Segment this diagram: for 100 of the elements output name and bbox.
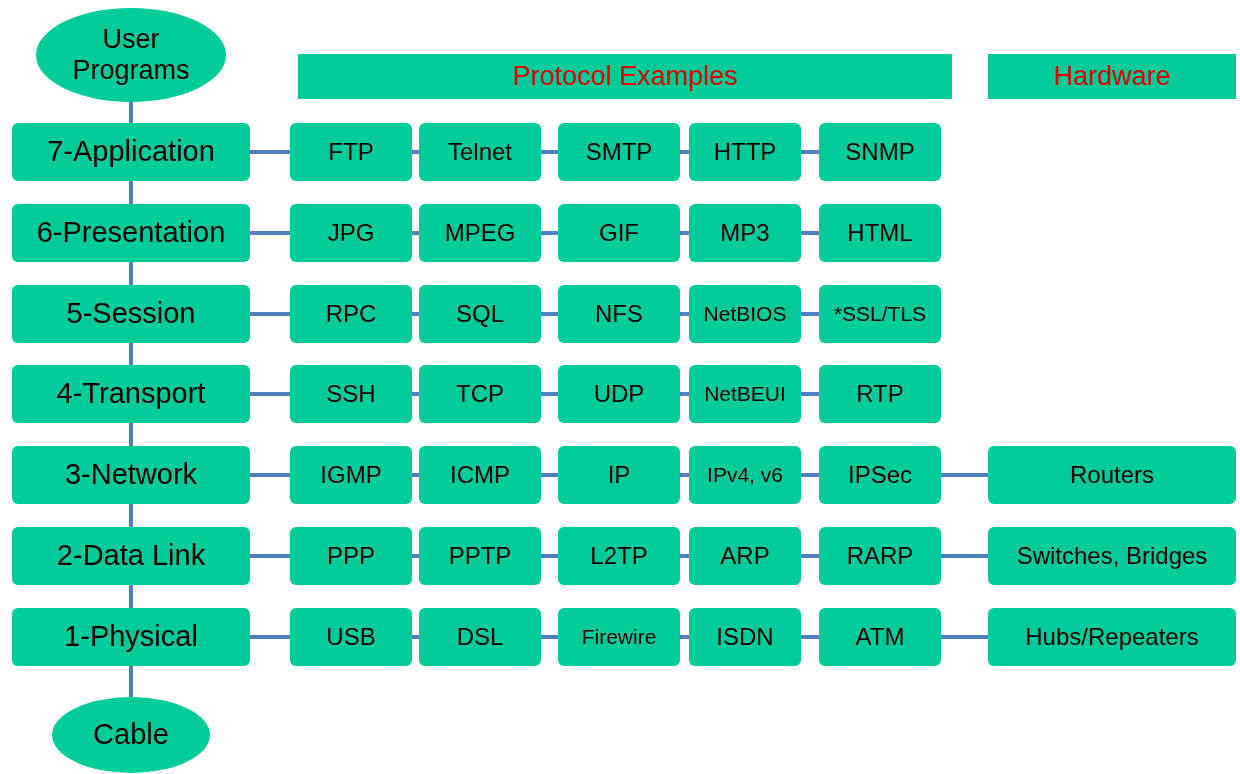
protocol-box	[558, 365, 680, 423]
layer-box	[12, 123, 250, 181]
node-label: 2-Data Link	[56, 539, 206, 573]
connector-line	[412, 312, 419, 316]
node-label: FTP	[328, 138, 374, 166]
protocol-box	[689, 123, 801, 181]
node-label: SNMP	[845, 138, 915, 166]
layer-box	[12, 446, 250, 504]
protocol-box	[558, 446, 680, 504]
node-label: 3-Network	[64, 458, 198, 492]
protocol-box	[819, 204, 941, 262]
node-label: IGMP	[320, 461, 382, 489]
node-label: GIF	[599, 219, 639, 247]
connector-line	[541, 231, 558, 235]
node-label: Cable	[93, 718, 169, 752]
layer-box	[12, 527, 250, 585]
protocol-box	[290, 123, 412, 181]
header-bar	[298, 54, 952, 99]
node-label: DSL	[456, 623, 504, 651]
connector-line	[801, 231, 819, 235]
node-label: SMTP	[585, 138, 653, 166]
node-label: PPP	[327, 542, 375, 570]
connector-line	[129, 343, 133, 365]
connector-line	[801, 312, 819, 316]
connector-line	[250, 231, 290, 235]
connector-line	[801, 392, 819, 396]
node-label: Telnet	[447, 138, 512, 166]
protocol-box	[558, 204, 680, 262]
hardware-box	[988, 527, 1236, 585]
protocol-box	[290, 608, 412, 666]
protocol-box	[689, 446, 801, 504]
protocol-box	[419, 527, 541, 585]
hardware-box	[988, 608, 1236, 666]
connector-line	[680, 635, 689, 639]
protocol-box	[558, 123, 680, 181]
protocol-box	[290, 446, 412, 504]
protocol-box	[689, 608, 801, 666]
node-label: HTML	[847, 219, 913, 247]
protocol-box	[689, 285, 801, 343]
connector-line	[680, 150, 689, 154]
protocol-box	[419, 446, 541, 504]
node-label: USB	[326, 623, 376, 651]
node-label: 4-Transport	[56, 377, 206, 411]
protocol-box	[819, 527, 941, 585]
protocol-box	[819, 285, 941, 343]
protocol-box	[419, 123, 541, 181]
connector-line	[541, 150, 558, 154]
node-label: Routers	[1069, 461, 1154, 489]
node-label: Protocol Examples	[512, 60, 738, 92]
node-label: 1-Physical	[64, 620, 198, 654]
node-label: ICMP	[450, 461, 510, 489]
node-label: ARP	[720, 542, 770, 570]
connector-line	[129, 504, 133, 527]
connector-line	[801, 473, 819, 477]
node-label: IPv4, v6	[707, 462, 783, 488]
header-bar	[988, 54, 1236, 99]
layer-box	[12, 285, 250, 343]
connector-line	[412, 554, 419, 558]
connector-line	[801, 635, 819, 639]
connector-line	[680, 473, 689, 477]
node-label: UDP	[593, 380, 645, 408]
protocol-box	[558, 527, 680, 585]
protocol-box	[689, 204, 801, 262]
protocol-box	[558, 285, 680, 343]
connector-line	[250, 473, 290, 477]
connector-line	[129, 262, 133, 285]
connector-line	[941, 473, 988, 477]
connector-line	[541, 554, 558, 558]
node-label: SSH	[326, 380, 376, 408]
node-label: NFS	[595, 300, 643, 328]
node-label: RTP	[856, 380, 904, 408]
protocol-box	[290, 365, 412, 423]
connector-line	[129, 102, 133, 123]
node-label: User Programs	[71, 23, 191, 87]
connector-line	[541, 635, 558, 639]
connector-line	[250, 635, 290, 639]
connector-line	[680, 554, 689, 558]
node-label: IP	[607, 461, 631, 489]
protocol-box	[558, 608, 680, 666]
connector-line	[801, 554, 819, 558]
connector-line	[250, 312, 290, 316]
node-label: HTTP	[713, 138, 777, 166]
protocol-box	[290, 527, 412, 585]
connector-line	[250, 150, 290, 154]
protocol-box	[419, 285, 541, 343]
connector-line	[941, 635, 988, 639]
node-label: IPSec	[848, 461, 912, 489]
connector-line	[680, 392, 689, 396]
connector-line	[412, 150, 419, 154]
protocol-box	[819, 123, 941, 181]
node-label: Hardware	[1053, 60, 1171, 92]
connector-line	[541, 392, 558, 396]
connector-line	[801, 150, 819, 154]
hardware-box	[988, 446, 1236, 504]
protocol-box	[819, 365, 941, 423]
node-label: JPG	[327, 219, 375, 247]
connector-line	[541, 312, 558, 316]
connector-line	[412, 473, 419, 477]
protocol-box	[290, 285, 412, 343]
connector-line	[680, 312, 689, 316]
